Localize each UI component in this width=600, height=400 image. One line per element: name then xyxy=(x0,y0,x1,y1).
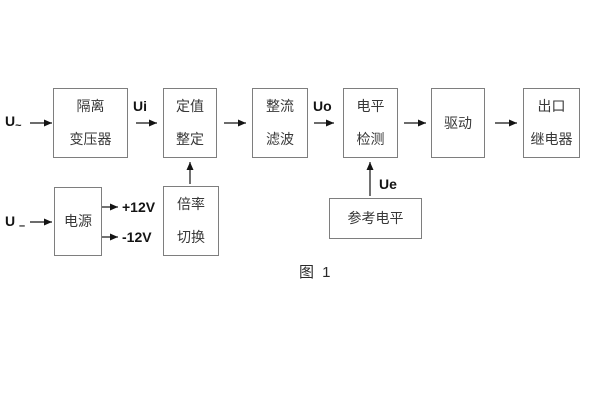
block-label: 电平 xyxy=(356,98,385,114)
label-input-dc: U – xyxy=(5,213,26,232)
label-ui: Ui xyxy=(133,98,147,114)
block-level-detect: 电平 检测 xyxy=(343,88,398,158)
block-label: 整定 xyxy=(176,131,204,147)
block-output-relay: 出口 继电器 xyxy=(523,88,580,158)
label-input-ac: U~ xyxy=(5,113,22,132)
block-label: 检测 xyxy=(356,131,385,147)
block-rectifier-filter: 整流 滤波 xyxy=(252,88,308,158)
block-label: 继电器 xyxy=(530,131,573,147)
block-label: 切换 xyxy=(177,229,205,245)
block-ratio-switch: 倍率 切换 xyxy=(163,186,219,256)
block-label: 倍率 xyxy=(177,196,205,212)
figure-caption: 图 1 xyxy=(299,264,333,281)
label-ue: Ue xyxy=(379,176,397,192)
block-label: 整流 xyxy=(266,98,294,114)
block-power-supply: 电源 xyxy=(54,187,102,256)
block-label: 变压器 xyxy=(69,131,112,147)
block-isolation-transformer: 隔离 变压器 xyxy=(53,88,128,158)
block-label: 定值 xyxy=(176,98,204,114)
block-label: 参考电平 xyxy=(347,210,404,226)
block-label: 隔离 xyxy=(76,98,105,114)
block-label: 出口 xyxy=(537,98,566,114)
block-driver: 驱动 xyxy=(431,88,485,158)
block-label: 电源 xyxy=(64,213,92,229)
label-uo: Uo xyxy=(313,98,332,114)
label-minus-12v: -12V xyxy=(122,229,152,245)
block-reference-level: 参考电平 xyxy=(329,198,422,239)
block-label: 驱动 xyxy=(444,114,472,131)
block-setpoint-adjust: 定值 整定 xyxy=(163,88,217,158)
label-plus-12v: +12V xyxy=(122,199,156,215)
block-label: 滤波 xyxy=(266,131,294,147)
